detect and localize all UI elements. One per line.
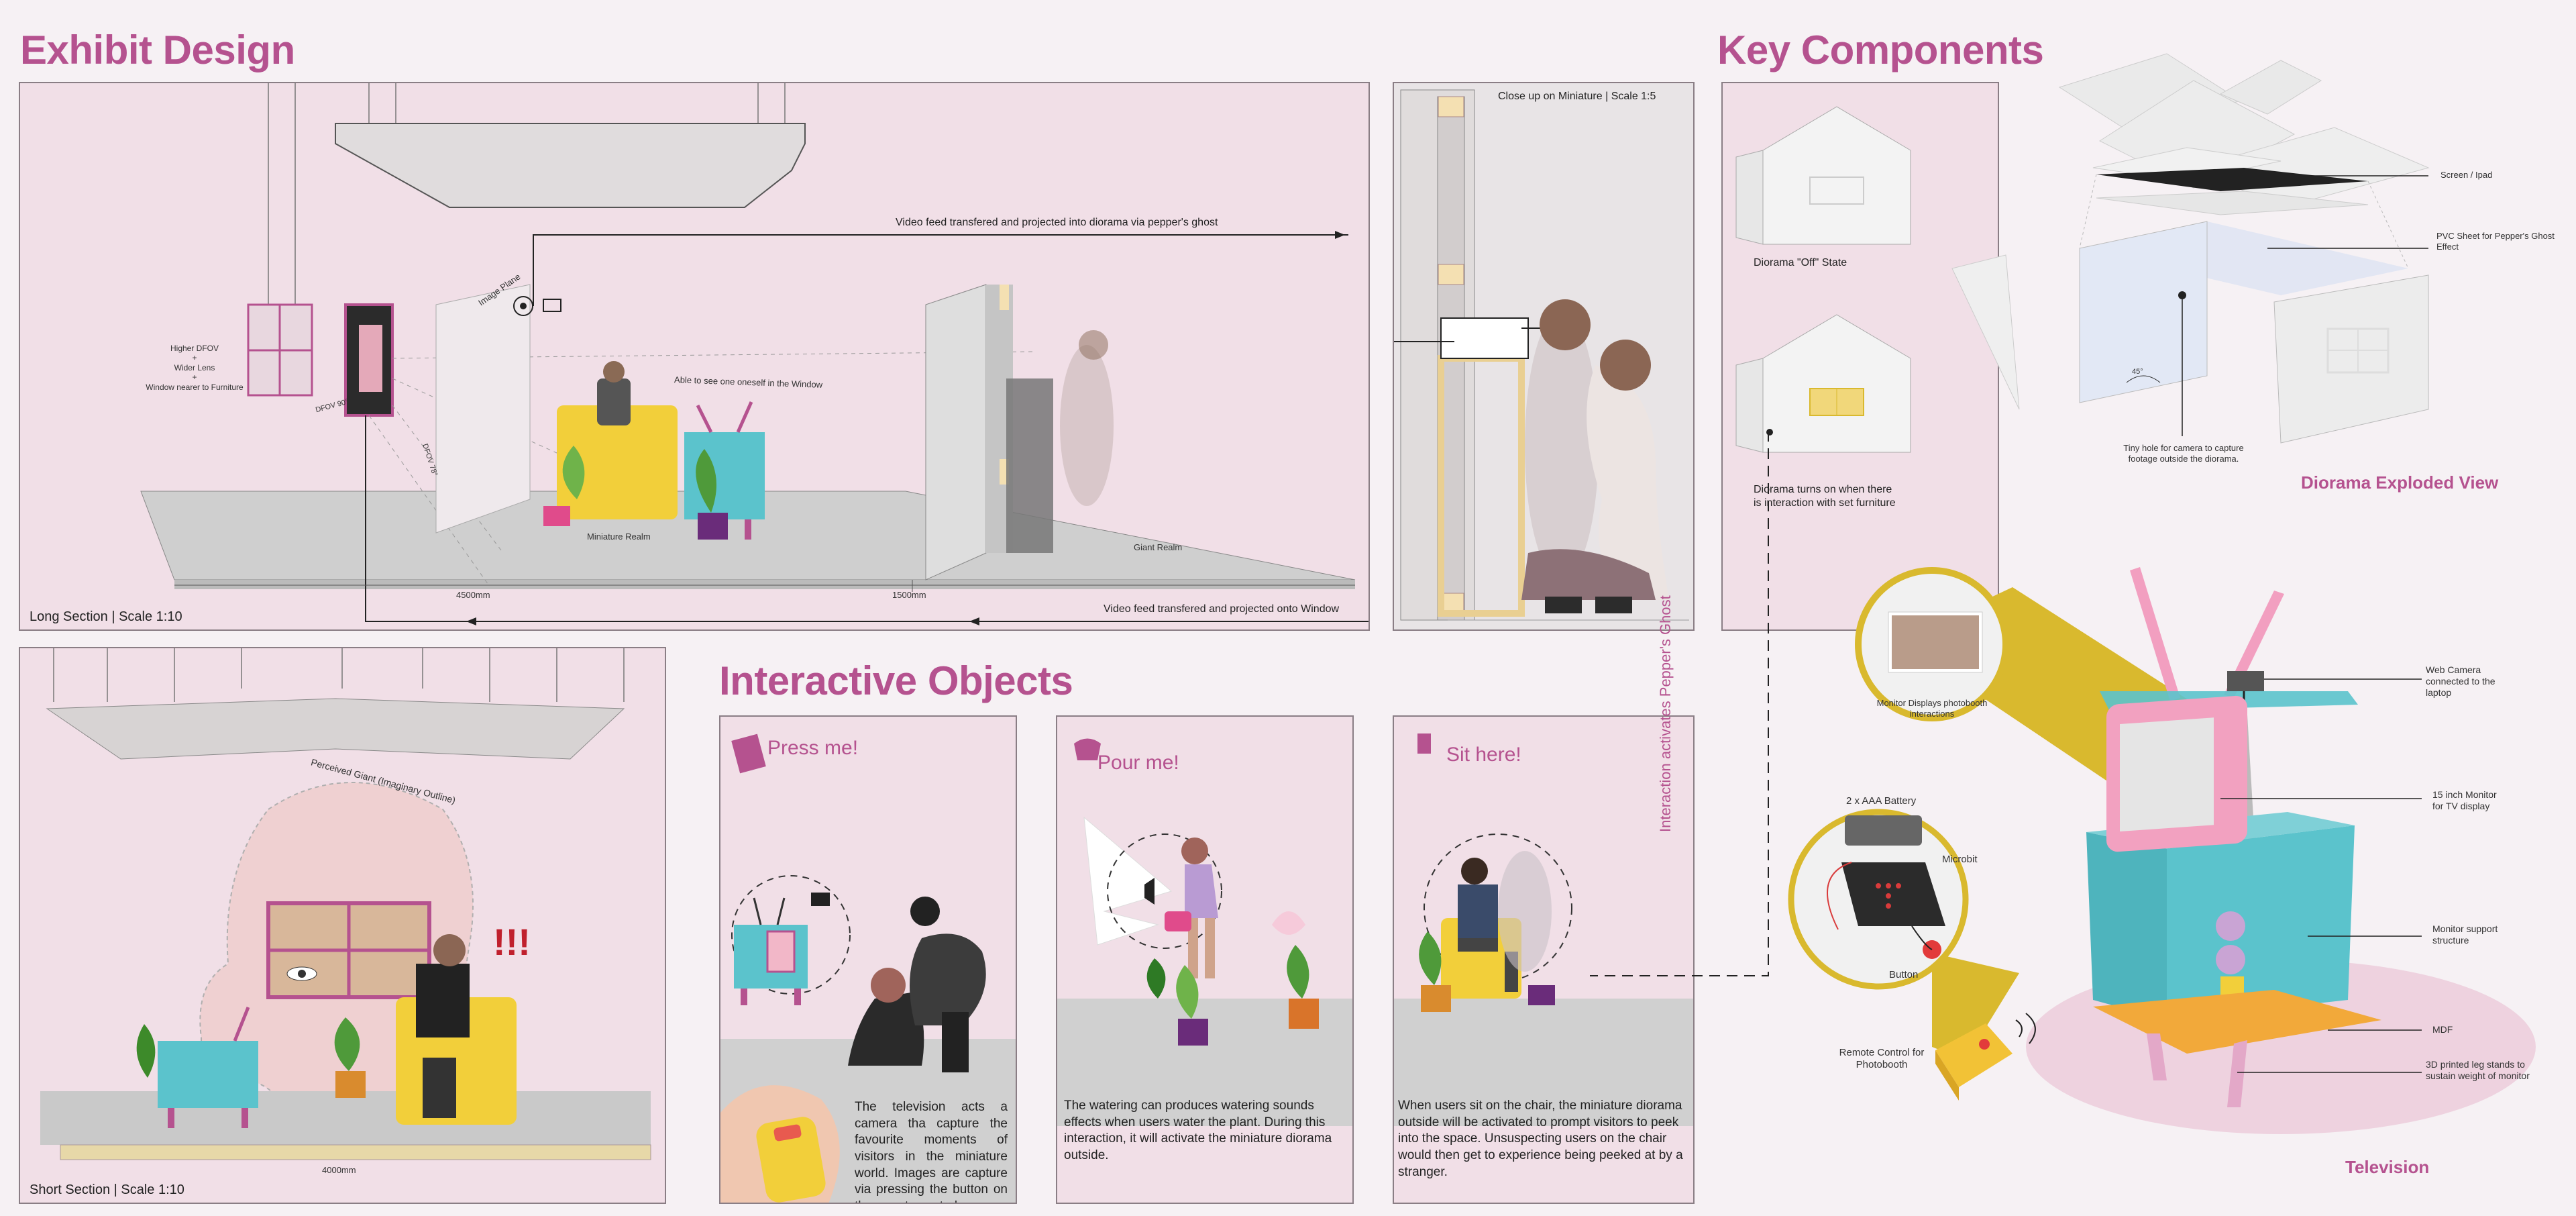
key-components-heading: Key Components <box>1717 28 2044 72</box>
mdf-label: MDF <box>2432 1024 2453 1035</box>
leg-stands-label: 3D printed leg stands to sustain weight … <box>2426 1059 2530 1081</box>
closeup-drawing <box>1394 83 1693 629</box>
ceiling-panel <box>46 698 625 760</box>
video-feed-diorama-label: Video feed transfered and projected into… <box>896 217 1218 228</box>
diorama-states-drawing <box>1735 106 1911 453</box>
miniature-realm-label: Miniature Realm <box>587 531 651 542</box>
long-section-drawing <box>140 83 1368 625</box>
long-section-caption: Long Section | Scale 1:10 <box>30 609 182 624</box>
exploded-view-title: Diorama Exploded View <box>2301 472 2499 493</box>
video-feed-window-label: Video feed transfered and projected onto… <box>1104 603 1340 615</box>
dimension-4000: 4000mm <box>322 1165 356 1175</box>
press-me-title: Press me! <box>767 737 859 759</box>
object-panel-pour: Pour me! The watering can produces water… <box>1056 715 1354 1204</box>
exclaim-marks: !!! <box>493 921 531 963</box>
remote-label: Remote Control for Photobooth <box>1839 1047 1925 1070</box>
short-section-panel: Perceived Giant (Imaginary Outline) !!! … <box>19 647 666 1204</box>
fov-note: Higher DFOV + Wider Lens + Window nearer… <box>146 344 244 392</box>
sit-here-title: Sit here! <box>1446 744 1521 766</box>
monitor-display-label: Monitor Displays photobooth interactions <box>1876 698 1988 719</box>
giant-realm-label: Giant Realm <box>1134 542 1183 552</box>
closeup-panel: Close up on Miniature | Scale 1:5 <box>1393 82 1695 631</box>
key-components-panel: Diorama "Off" State Diorama turns on whe… <box>1721 82 1999 631</box>
button-label: Button <box>1889 969 1919 980</box>
support-structure-label: Monitor support structure <box>2432 923 2498 946</box>
activation-label: Interaction activates Pepper's Ghost <box>1657 595 1674 832</box>
press-me-text: The television acts a camera tha capture… <box>855 1100 1008 1203</box>
angle-label: 45° <box>2132 368 2143 376</box>
microbit-label: Microbit <box>1942 854 1978 865</box>
pvc-sheet-label: PVC Sheet for Pepper's Ghost Effect <box>2436 231 2555 252</box>
object-panel-press: Press me! The television acts a camera t… <box>719 715 1017 1204</box>
diorama-off-label: Diorama "Off" State <box>1754 257 1847 268</box>
tiny-hole-label: Tiny hole for camera to capture footage … <box>2123 443 2244 464</box>
sit-here-text: When users sit on the chair, the miniatu… <box>1398 1099 1683 1179</box>
short-section-drawing <box>40 648 651 1160</box>
battery-label: 2 x AAA Battery <box>1846 795 1917 807</box>
interactive-objects-heading: Interactive Objects <box>719 658 1073 703</box>
press-illustration <box>720 733 1016 1203</box>
long-section-panel: Video feed transfered and projected into… <box>19 82 1370 631</box>
monitor-15-label: 15 inch Monitor for TV display <box>2432 789 2497 811</box>
sit-illustration <box>1394 733 1693 1126</box>
short-section-caption: Short Section | Scale 1:10 <box>30 1182 184 1197</box>
pour-illustration <box>1057 738 1352 1126</box>
closeup-caption: Close up on Miniature | Scale 1:5 <box>1498 91 1656 102</box>
dimension-1500: 1500mm <box>892 590 926 600</box>
object-panel-sit: Sit here! When users sit on the chair, t… <box>1393 715 1695 1204</box>
pour-me-title: Pour me! <box>1097 752 1179 774</box>
pour-me-text: The watering can produces watering sound… <box>1064 1099 1332 1163</box>
exhibit-design-heading: Exhibit Design <box>20 28 295 72</box>
ceiling-box <box>335 123 806 208</box>
webcam-label: Web Camera connected to the laptop <box>2426 664 2496 698</box>
dimension-4500: 4500mm <box>456 590 490 600</box>
screen-ipad-label: Screen / Ipad <box>2440 170 2493 180</box>
diorama-on-label: Diorama turns on when there is interacti… <box>1754 484 1896 509</box>
television-title: Television <box>2345 1157 2430 1177</box>
window-frame <box>247 303 313 397</box>
